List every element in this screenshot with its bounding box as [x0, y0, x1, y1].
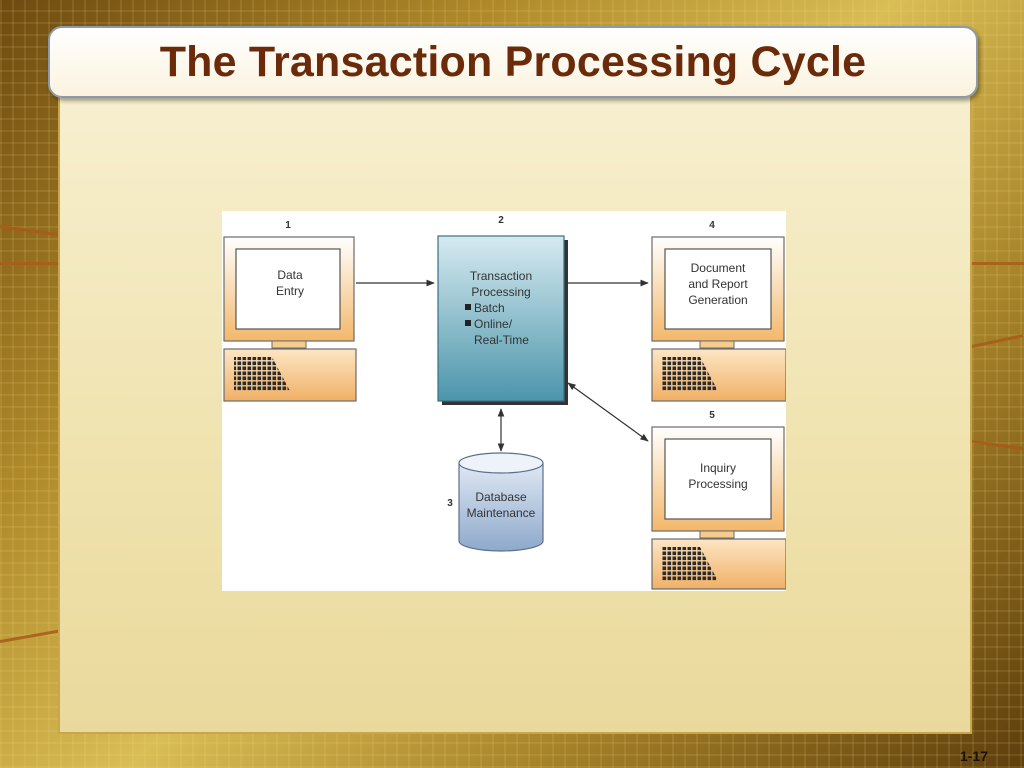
box-body	[437, 235, 565, 402]
background-streak	[971, 334, 1024, 348]
background-streak	[0, 629, 60, 643]
step-number-5: 5	[709, 410, 715, 421]
data-entry-label-line1: Data	[277, 268, 303, 282]
transaction-cycle-diagram: 1 2 3 4 5 Data Entry Transaction Process…	[223, 215, 786, 590]
database-label-line2: Maintenance	[467, 506, 536, 520]
report-label-line3: Generation	[688, 293, 747, 307]
monitor-screen	[235, 248, 341, 330]
data-entry-label-line2: Entry	[276, 284, 304, 298]
keyboard-icon	[662, 547, 718, 581]
database-cylinder	[458, 452, 544, 552]
processing-bullet-realtime: Real-Time	[474, 333, 529, 347]
slide-number: 1-17	[959, 748, 988, 764]
arrow-processing-inquiry	[567, 382, 649, 442]
cylinder-body	[458, 463, 544, 552]
step-number-2: 2	[498, 215, 504, 226]
step-number-4: 4	[709, 220, 715, 231]
processing-label-line1: Transaction	[470, 269, 532, 283]
background-streak	[972, 262, 1024, 265]
diagram-panel: 1 2 3 4 5 Data Entry Transaction Process…	[222, 211, 786, 591]
step-number-3: 3	[447, 498, 453, 509]
report-label-line2: and Report	[688, 277, 748, 291]
bullet-square-icon	[465, 320, 471, 326]
cylinder-top	[458, 452, 544, 474]
terminal-inquiry-processing	[651, 426, 786, 590]
background-streak	[971, 440, 1024, 451]
database-label-line1: Database	[475, 490, 527, 504]
inquiry-label-line1: Inquiry	[700, 461, 736, 475]
processing-bullet-online: Online/	[474, 317, 513, 331]
report-label-line1: Document	[691, 261, 746, 275]
background-streak	[0, 225, 60, 237]
terminal-data-entry	[223, 236, 357, 402]
monitor-stand	[699, 530, 735, 539]
processing-bullet-batch: Batch	[474, 301, 505, 315]
monitor-screen	[664, 438, 772, 520]
inquiry-label-line2: Processing	[688, 477, 747, 491]
terminal-report-generation	[651, 236, 786, 402]
slide-title: The Transaction Processing Cycle	[159, 37, 867, 86]
keyboard-icon	[234, 357, 290, 391]
monitor-screen	[664, 248, 772, 330]
monitor-stand	[271, 340, 307, 349]
keyboard-icon	[662, 357, 718, 391]
monitor-stand	[699, 340, 735, 349]
bullet-square-icon	[465, 304, 471, 310]
step-number-1: 1	[285, 220, 291, 231]
title-bar: The Transaction Processing Cycle	[48, 26, 978, 98]
transaction-processing-box	[437, 235, 568, 405]
background-streak	[0, 262, 60, 265]
processing-label-line2: Processing	[471, 285, 530, 299]
